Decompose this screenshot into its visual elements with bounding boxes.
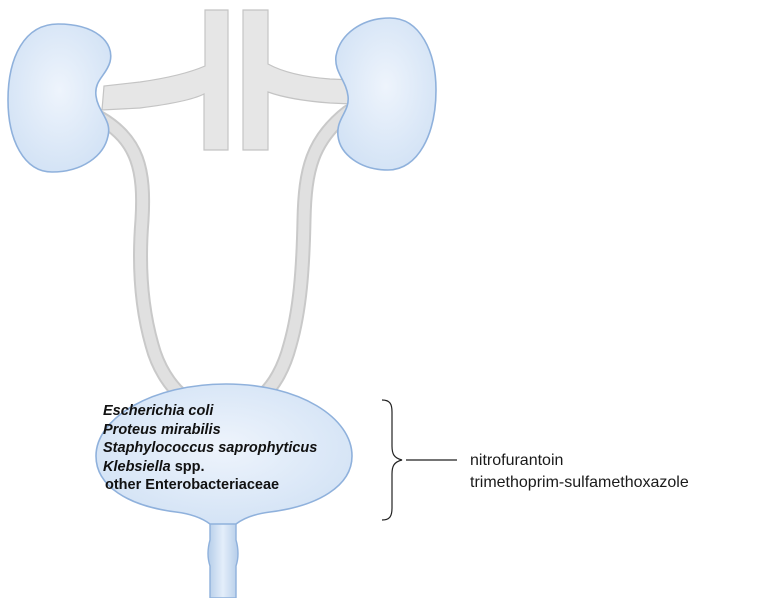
left-kidney — [8, 24, 111, 172]
right-ureter-inner — [264, 112, 348, 394]
organism-name: Proteus mirabilis — [103, 422, 221, 438]
left-ureter-inner — [100, 118, 180, 394]
treatment-item: trimethoprim-sulfamethoxazole — [470, 472, 689, 494]
ureters — [100, 112, 348, 394]
urethra — [208, 512, 238, 598]
organism-name: Escherichia coli — [103, 403, 213, 419]
right-kidney — [336, 18, 436, 170]
organism-item: Proteus mirabilis — [103, 421, 317, 440]
organism-item: Klebsiella spp. — [103, 458, 317, 477]
organism-group: other Enterobacteriaceae — [105, 477, 279, 493]
treatment-list: nitrofurantoin trimethoprim-sulfamethoxa… — [470, 450, 689, 494]
organism-item: Escherichia coli — [103, 402, 317, 421]
organism-suffix: spp. — [171, 459, 205, 475]
great-vessels — [102, 10, 354, 150]
treatment-item: nitrofurantoin — [470, 450, 689, 472]
organism-item: other Enterobacteriaceae — [105, 476, 317, 495]
organism-name: Staphylococcus saprophyticus — [103, 440, 317, 456]
causative-organisms-list: Escherichia coli Proteus mirabilis Staph… — [103, 402, 317, 495]
curly-brace — [382, 400, 402, 520]
organism-name: Klebsiella — [103, 459, 171, 475]
organism-item: Staphylococcus saprophyticus — [103, 439, 317, 458]
